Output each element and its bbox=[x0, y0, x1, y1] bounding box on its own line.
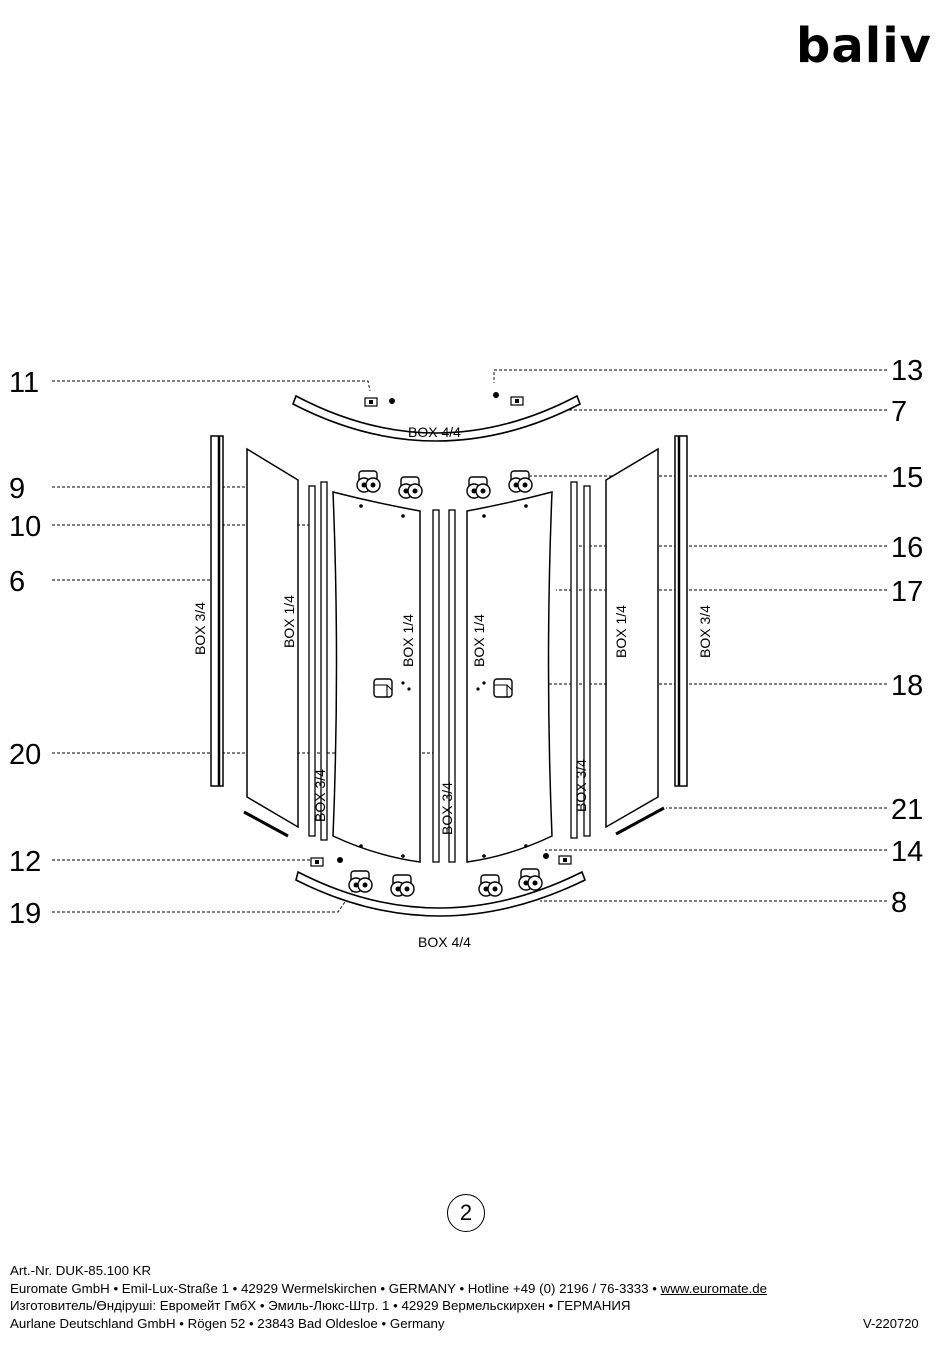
callout-21: 21 bbox=[891, 794, 923, 826]
box-label-left-fixed-panel: BOX 1/4 bbox=[281, 595, 297, 648]
box-label-right-strip: BOX 3/4 bbox=[573, 759, 589, 812]
bottom-rail bbox=[295, 870, 587, 917]
callout-8: 8 bbox=[891, 887, 907, 919]
box-label-bottom-rail: BOX 4/4 bbox=[418, 934, 471, 950]
callout-18: 18 bbox=[891, 670, 923, 702]
box-label-left-door: BOX 1/4 bbox=[400, 614, 416, 667]
article-number: Art.-Nr. DUK-85.100 KR bbox=[10, 1263, 152, 1278]
manufacturer-line-ru: Изготовитель/Өндіруші: Евромейт ГмбХ • Э… bbox=[10, 1298, 631, 1313]
box-label-left-profile: BOX 3/4 bbox=[192, 602, 208, 655]
callout-13: 13 bbox=[891, 355, 923, 387]
box-label-top-rail: BOX 4/4 bbox=[408, 424, 461, 440]
left-sliding-door bbox=[332, 491, 421, 863]
page-number: 2 bbox=[447, 1194, 485, 1232]
right-wall-profile bbox=[674, 435, 688, 787]
top-rail bbox=[292, 394, 581, 442]
center-magnet-strip-b bbox=[448, 509, 456, 863]
callout-17: 17 bbox=[891, 576, 923, 608]
callout-16: 16 bbox=[891, 532, 923, 564]
left-wall-profile bbox=[210, 435, 224, 787]
right-magnet-strip-a bbox=[570, 481, 578, 839]
footer: Art.-Nr. DUK-85.100 KR Euromate GmbH • E… bbox=[10, 1262, 767, 1332]
callout-6: 6 bbox=[9, 566, 25, 598]
box-label-right-profile: BOX 3/4 bbox=[697, 605, 713, 658]
right-magnet-strip-b bbox=[583, 485, 591, 837]
box-label-right-fixed-panel: BOX 1/4 bbox=[613, 605, 629, 658]
importer-line: Aurlane Deutschland GmbH • Rögen 52 • 23… bbox=[10, 1315, 445, 1331]
callout-11: 11 bbox=[9, 367, 39, 399]
callout-9: 9 bbox=[9, 473, 25, 505]
callout-19: 19 bbox=[9, 898, 41, 930]
box-label-right-door: BOX 1/4 bbox=[471, 614, 487, 667]
callout-20: 20 bbox=[9, 739, 41, 771]
version-code: V-220720 bbox=[863, 1316, 919, 1331]
box-label-left-strip: BOX 3/4 bbox=[312, 769, 328, 822]
center-magnet-strip-a bbox=[432, 509, 440, 863]
left-fixed-glass-panel bbox=[246, 447, 299, 829]
callout-7: 7 bbox=[891, 396, 907, 428]
callout-14: 14 bbox=[891, 836, 923, 868]
box-label-center-strip: BOX 3/4 bbox=[439, 782, 455, 835]
left-magnet-strip-a bbox=[308, 485, 316, 837]
left-magnet-strip-b bbox=[320, 481, 328, 841]
website-link[interactable]: www.euromate.de bbox=[660, 1280, 768, 1296]
baliv-logo: baliv bbox=[796, 18, 932, 74]
manufacturer-line: Euromate GmbH • Emil-Lux-Straße 1 • 4292… bbox=[10, 1280, 768, 1296]
right-fixed-glass-panel bbox=[605, 447, 659, 829]
callout-12: 12 bbox=[9, 846, 41, 878]
callout-10: 10 bbox=[9, 511, 41, 543]
callout-15: 15 bbox=[891, 462, 923, 494]
right-sliding-door bbox=[466, 491, 553, 863]
